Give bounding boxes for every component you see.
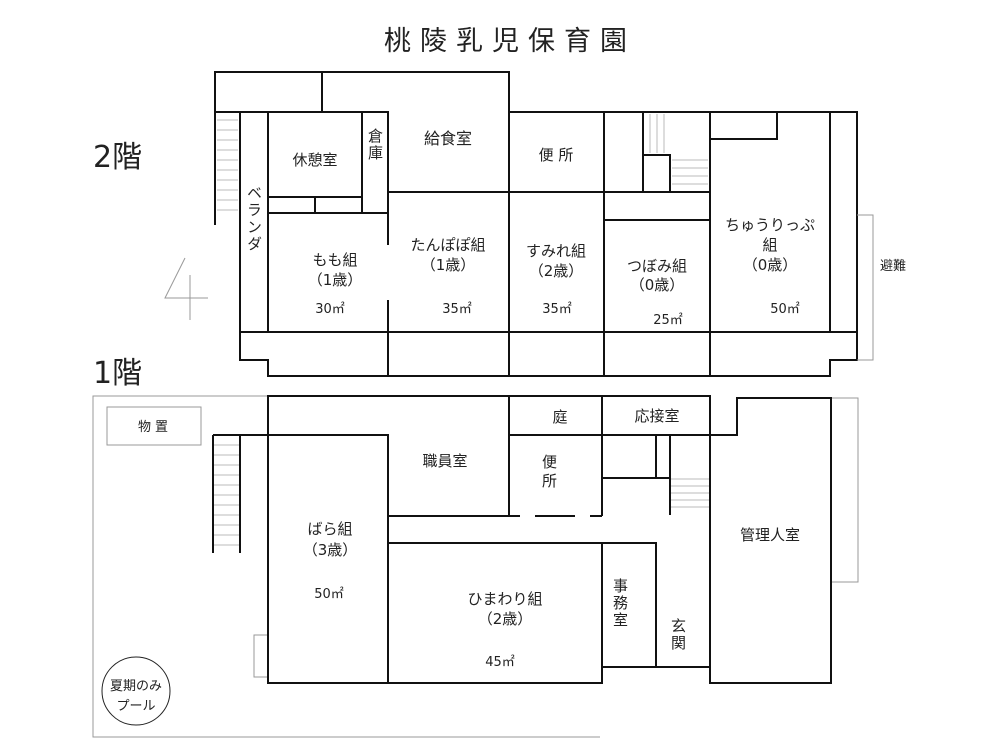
room-toilet-1f: 便所 [540, 454, 558, 492]
room-momo-area: 30㎡ [315, 302, 345, 317]
room-toilet-2f: 便 所 [539, 146, 574, 164]
room-tulip-area: 50㎡ [770, 302, 800, 317]
room-reception: 応接室 [634, 407, 679, 425]
floor-1-label: 1階 [93, 356, 142, 391]
staircase-2f-center [649, 114, 708, 185]
room-garden: 庭 [552, 408, 567, 426]
floor-2-label: 2階 [93, 140, 142, 175]
room-tanpopo-area: 35㎡ [442, 302, 472, 317]
room-bara-age: （3歳） [303, 541, 358, 559]
north-mark [164, 257, 208, 320]
room-kitchen: 給食室 [424, 129, 472, 148]
room-himawari-area: 45㎡ [485, 655, 515, 670]
room-tulip-age: （0歳） [743, 256, 798, 274]
room-himawari-name: ひまわり組 [467, 590, 542, 608]
room-staff: 職員室 [422, 452, 467, 470]
floor-1-walls [213, 395, 832, 684]
site-boundary [92, 395, 859, 738]
room-sumire-name: すみれ組 [526, 242, 586, 260]
room-tsubomi-area: 25㎡ [653, 313, 683, 328]
room-himawari-age: （2歳） [478, 610, 533, 628]
room-shed: 物置 [138, 420, 172, 435]
evacuation-route [857, 214, 874, 361]
floor-2-walls [214, 71, 858, 377]
pool-label-line2: プール [116, 699, 155, 714]
staircase-1f-center [671, 478, 709, 508]
pool-label-line1: 夏期のみ [110, 679, 162, 694]
room-tsubomi-name: つぼみ組 [627, 257, 687, 275]
room-storage: 倉庫 [366, 128, 384, 162]
staircase-1f-left [212, 435, 241, 553]
room-momo-age: （1歳） [308, 271, 363, 289]
room-tulip-group: 組 [762, 236, 777, 254]
room-tanpopo-name: たんぽぽ組 [410, 236, 485, 254]
room-bara-area: 50㎡ [314, 587, 344, 602]
room-tanpopo-age: （1歳） [421, 256, 476, 274]
room-tsubomi-age: （0歳） [630, 276, 685, 294]
room-tulip-name: ちゅうりっぷ [725, 216, 815, 234]
room-sumire-area: 35㎡ [542, 302, 572, 317]
room-sumire-age: （2歳） [529, 262, 584, 280]
evacuation-label: 避難 [880, 259, 906, 274]
room-manager: 管理人室 [740, 526, 800, 544]
room-bara-name: ばら組 [307, 520, 352, 538]
page-title: 桃陵乳児保育園 [384, 26, 636, 57]
room-rest: 休憩室 [292, 151, 337, 169]
room-momo-name: もも組 [312, 251, 357, 269]
pool: 夏期のみ プール [101, 656, 171, 726]
staircase-2f-left [217, 119, 238, 211]
room-entrance: 玄関 [669, 618, 687, 652]
room-veranda: ベランダ [245, 185, 263, 253]
room-office: 事務室 [611, 578, 629, 629]
